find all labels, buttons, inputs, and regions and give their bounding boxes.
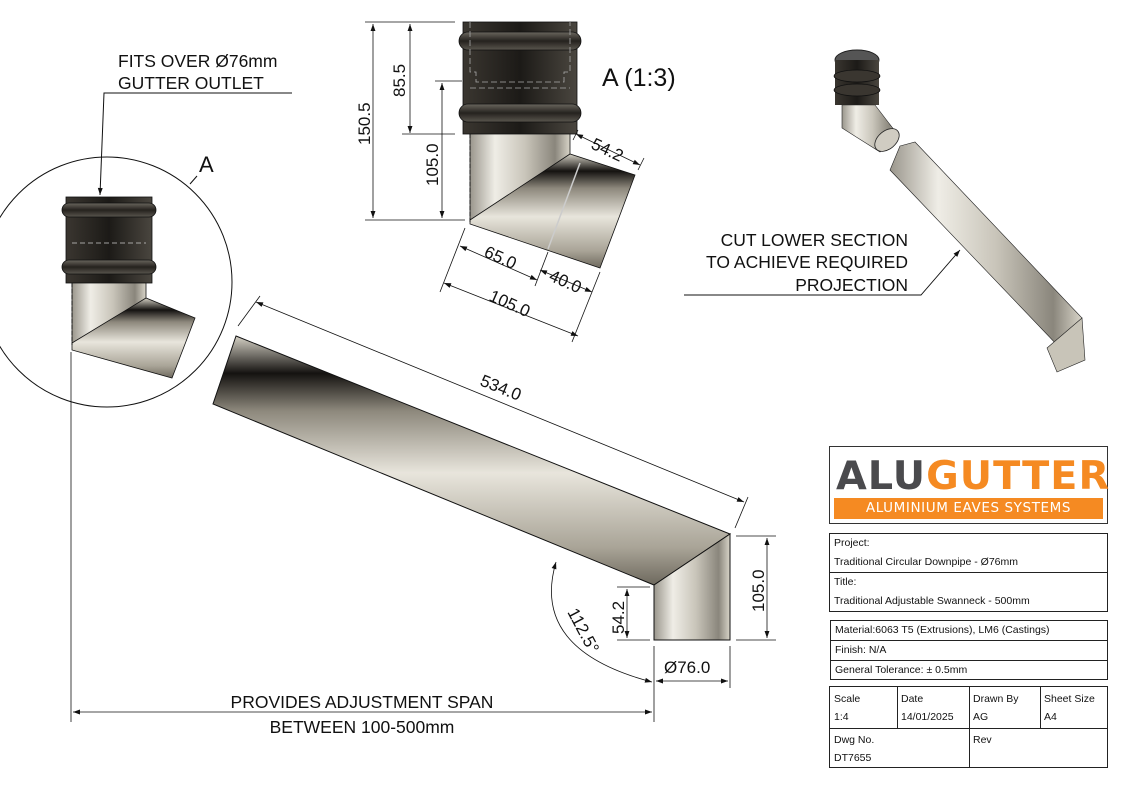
tolerance-text: General Tolerance: ± 0.5mm <box>831 660 1107 679</box>
note-fits-over-line2: GUTTER OUTLET <box>118 73 264 93</box>
date-label: Date <box>901 693 924 705</box>
note-fits-over: FITS OVER Ø76mm GUTTER OUTLET <box>97 51 292 196</box>
project-value: Traditional Circular Downpipe - Ø76mm <box>834 556 1019 568</box>
sheet-size-label: Sheet Size <box>1044 693 1095 705</box>
drawn-by-label: Drawn By <box>973 693 1019 705</box>
dim-40-0: 40.0 <box>546 266 584 297</box>
company-logo: ALUGUTTER ALUMINIUM EAVES SYSTEMS <box>829 446 1110 524</box>
note-cut-line2: TO ACHIEVE REQUIRED <box>706 252 908 272</box>
project-label: Project: <box>834 537 870 549</box>
drawing-info-table: Scale 1:4 Date 14/01/2025 Drawn By AG Sheet… <box>829 686 1108 768</box>
dim-534-0: 534.0 <box>478 371 525 405</box>
scale-label: Scale <box>834 693 861 705</box>
note-span-line1: PROVIDES ADJUSTMENT SPAN <box>231 692 494 712</box>
logo-gutter: GUTTER <box>926 454 1111 499</box>
dim-85-5: 85.5 <box>390 64 409 97</box>
detail-view-a: A (1:3) 150.5 85.5 105.0 54.2 65.0 40.0 … <box>355 21 676 343</box>
note-cut-line3: PROJECTION <box>795 275 908 295</box>
adjustment-span: PROVIDES ADJUSTMENT SPAN BETWEEN 100-500… <box>70 352 655 737</box>
dim-105-vert: 105.0 <box>423 143 442 186</box>
project-title-box: Project: Traditional Circular Downpipe -… <box>829 533 1108 612</box>
rev-label: Rev <box>973 734 992 746</box>
title-value: Traditional Adjustable Swanneck - 500mm <box>834 595 1030 607</box>
detail-view-title: A (1:3) <box>602 64 676 92</box>
logo-tagline: ALUMINIUM EAVES SYSTEMS <box>834 498 1103 519</box>
dim-diameter: Ø76.0 <box>664 658 710 677</box>
dim-angle: 112.5° <box>563 605 602 656</box>
scale-value: 1:4 <box>834 711 849 723</box>
logo-wordmark: ALUGUTTER <box>836 457 1110 497</box>
material-box: Material:6063 T5 (Extrusions), LM6 (Cast… <box>830 620 1108 680</box>
dim-54-2-detail: 54.2 <box>588 134 626 165</box>
note-cut-line1: CUT LOWER SECTION <box>721 230 908 250</box>
note-fits-over-line1: FITS OVER Ø76mm <box>118 51 277 71</box>
date-value: 14/01/2025 <box>901 711 954 723</box>
main-swanneck-view: 534.0 105.0 54.2 Ø76.0 112.5° <box>212 295 776 692</box>
dwg-no-value: DT7655 <box>834 752 872 764</box>
dim-65-0: 65.0 <box>481 242 519 273</box>
logo-alu: ALU <box>836 454 927 499</box>
material-text: Material:6063 T5 (Extrusions), LM6 (Cast… <box>835 624 1050 636</box>
detail-circle-a: A <box>0 152 233 408</box>
isometric-view: CUT LOWER SECTION TO ACHIEVE REQUIRED PR… <box>684 49 1086 373</box>
dim-54-2-main: 54.2 <box>609 601 628 634</box>
dim-150-5: 150.5 <box>355 102 374 145</box>
dim-105-0-main: 105.0 <box>749 569 768 612</box>
finish-text: Finish: N/A <box>831 640 1107 660</box>
dwg-no-label: Dwg No. <box>834 734 875 746</box>
title-label: Title: <box>830 572 1107 592</box>
detail-label-a: A <box>199 152 214 177</box>
sheet-size-value: A4 <box>1044 711 1057 723</box>
note-span-line2: BETWEEN 100-500mm <box>270 717 455 737</box>
drawn-by-value: AG <box>973 711 989 723</box>
dim-105-0-angled: 105.0 <box>486 286 533 321</box>
